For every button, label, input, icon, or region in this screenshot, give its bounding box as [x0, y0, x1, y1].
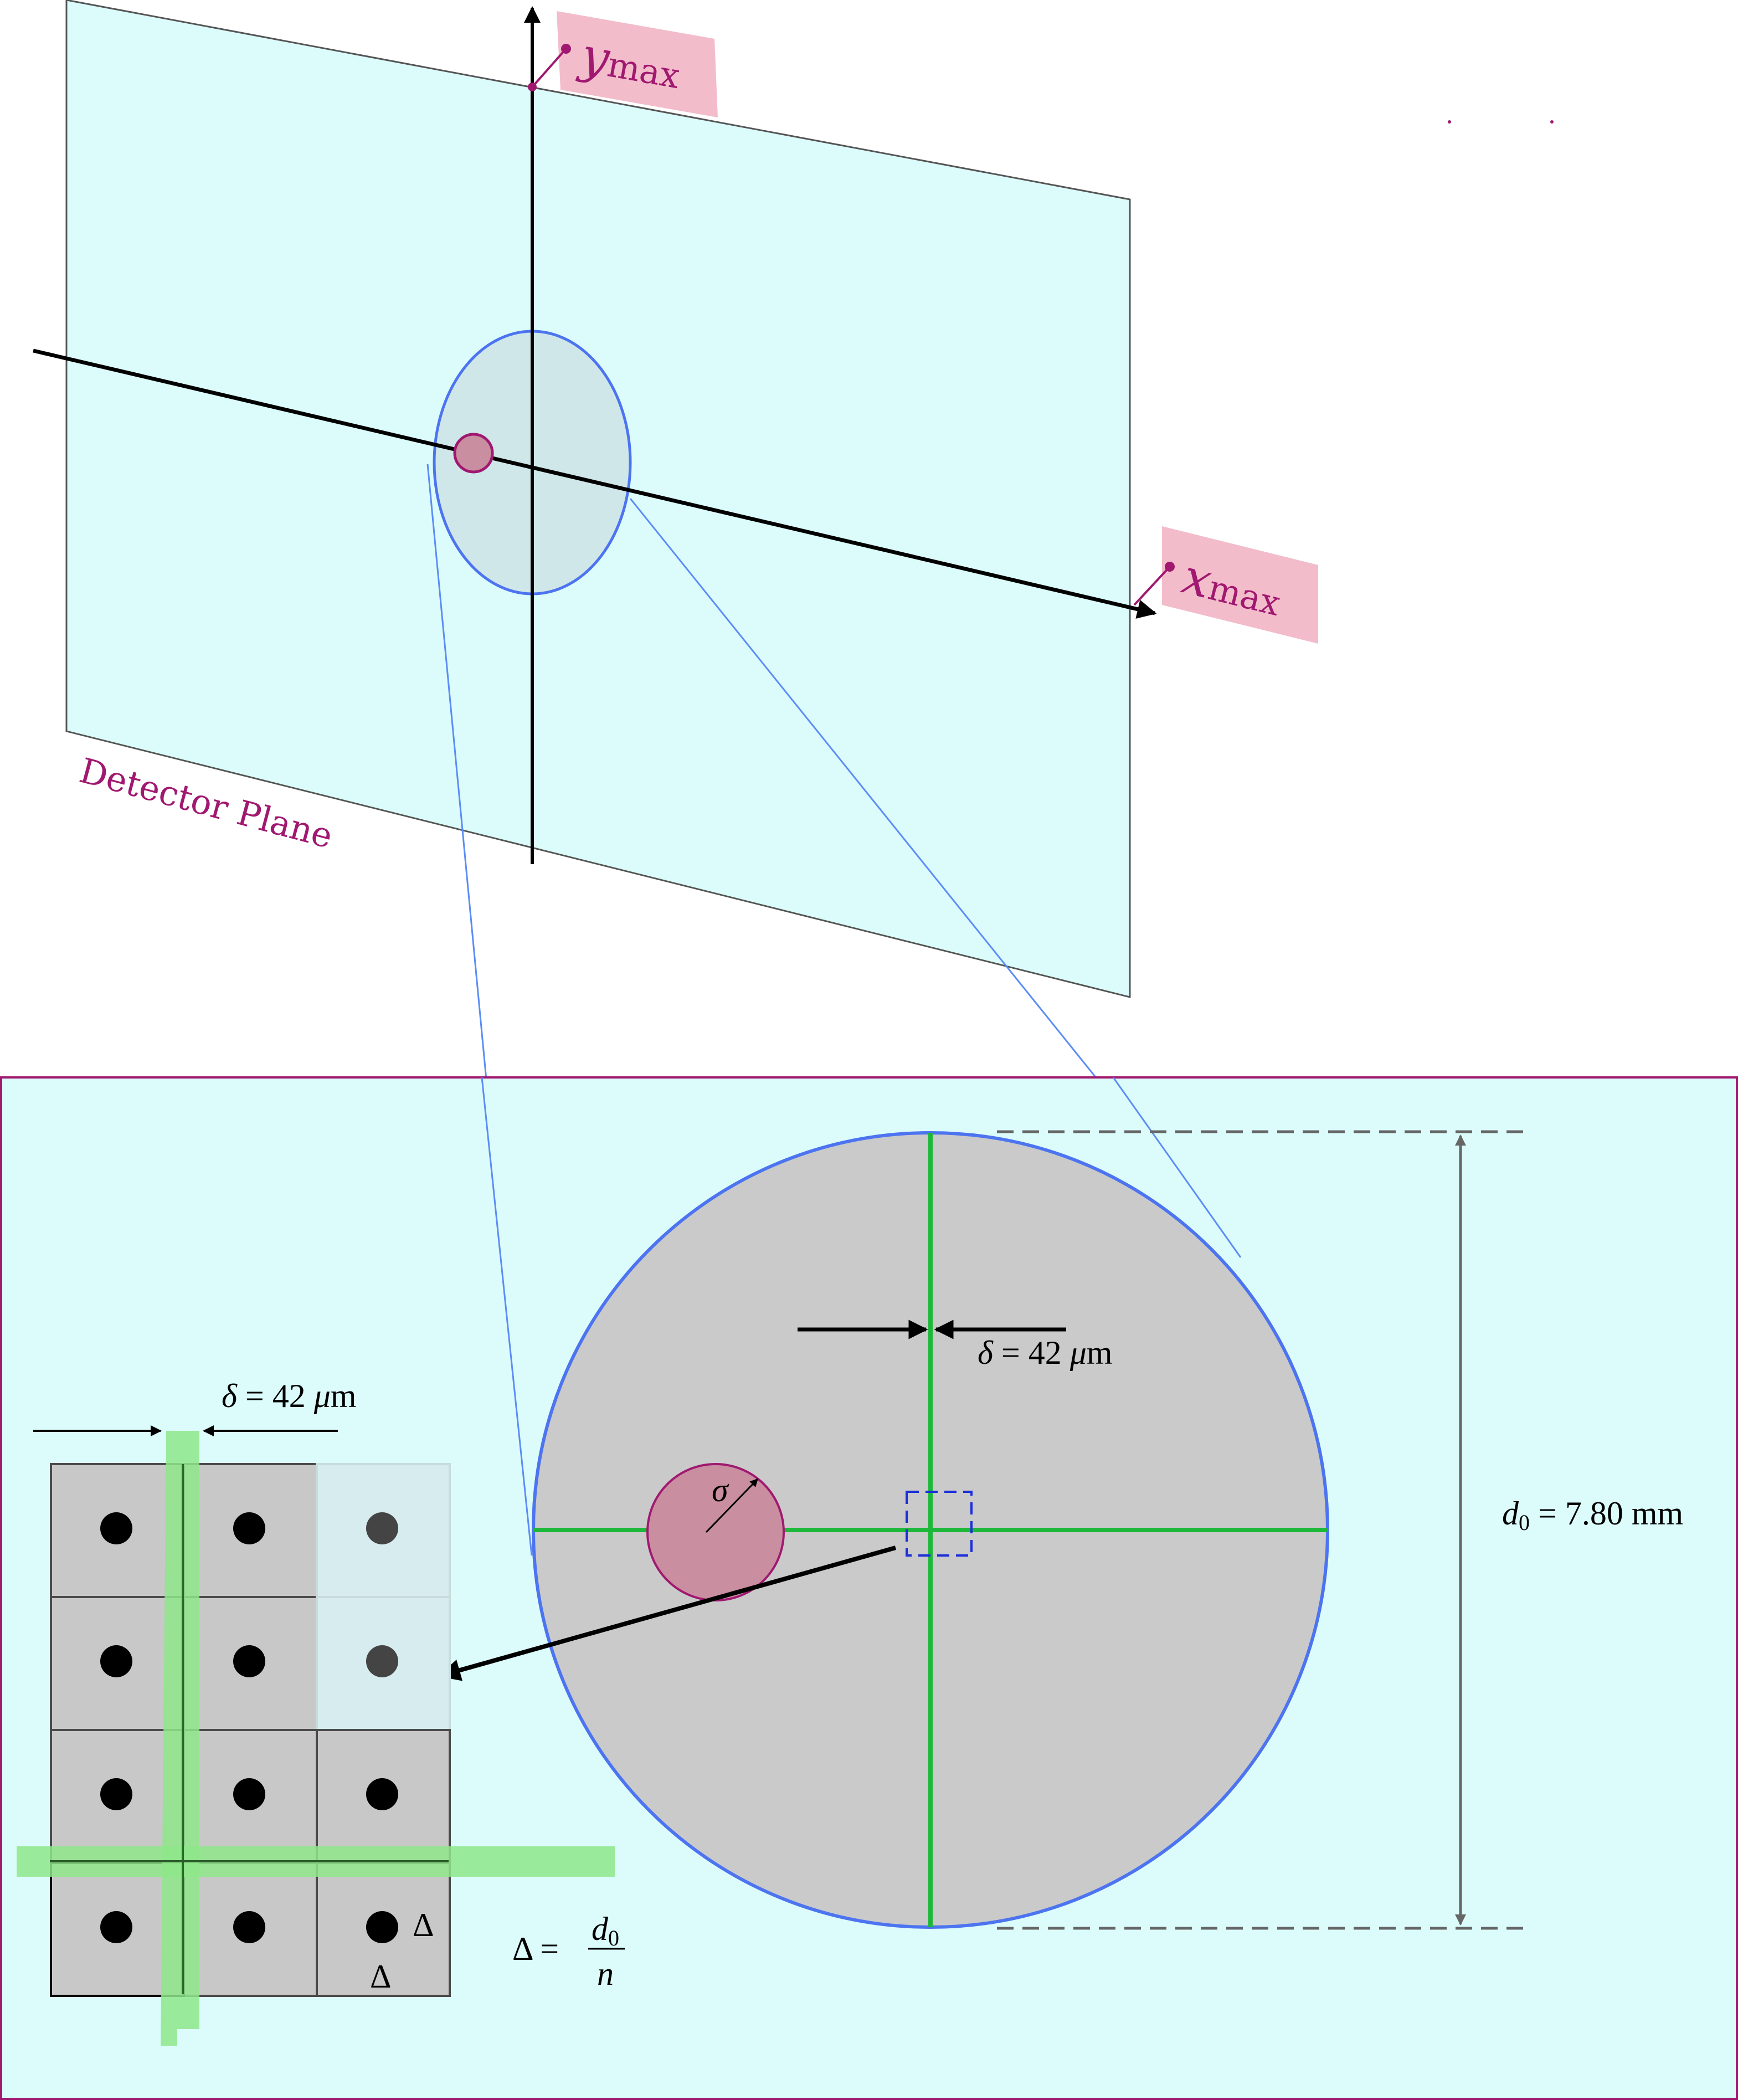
grid-unit: m	[331, 1378, 357, 1414]
x-max-tag: xmax	[1133, 526, 1318, 644]
spacing-indicator-disk: δ = 42 μm	[798, 1319, 1113, 1371]
beam-spot-small	[453, 433, 494, 474]
sigma-radius-arrow	[705, 1478, 759, 1533]
formula-num-sub: 0	[608, 1926, 619, 1950]
dot-icon	[233, 1778, 265, 1810]
grid-equals: = 42	[237, 1378, 314, 1414]
dot-icon	[100, 1645, 132, 1677]
spacing-delta-sym: δ	[978, 1334, 994, 1371]
pixel-size-label-bottom: Δ	[370, 1958, 392, 1995]
sigma-label: σ	[712, 1472, 729, 1508]
dot-icon	[233, 1645, 265, 1677]
detector-plane-view: ymax xmax Detector Plane	[33, 0, 1554, 998]
dot-icon	[366, 1778, 398, 1810]
y-max-tag-background	[557, 11, 718, 117]
green-band-vertical	[161, 1431, 199, 2046]
y-max-tag: ymax	[528, 11, 718, 117]
pixel-size-formula: Δ = d0 n	[512, 1911, 625, 1992]
spacing-label-grid: δ = 42 μm	[222, 1378, 357, 1414]
spacing-label-disk: δ = 42 μm	[978, 1334, 1113, 1371]
zoom-panel: σ δ = 42 μm d0 = 7.80 mm	[0, 1076, 1738, 2100]
dot-icon	[100, 1778, 132, 1810]
x-max-leader-dot	[1165, 562, 1175, 572]
dot-icon	[366, 1512, 398, 1544]
magnify-arrow	[438, 1546, 897, 1681]
diameter-label: d0 = 7.80 mm	[1502, 1495, 1683, 1535]
stray-dot	[1550, 120, 1554, 124]
formula-num-var: d	[592, 1911, 609, 1947]
stray-dot	[1448, 120, 1451, 124]
diameter-dimension: d0 = 7.80 mm	[997, 1130, 1683, 1930]
pixel-cell	[316, 1729, 451, 1864]
diameter-value: = 7.80 mm	[1530, 1495, 1683, 1532]
dot-icon	[366, 1645, 398, 1677]
spacing-indicator-grid: δ = 42 μm	[33, 1378, 357, 1436]
grid-mu: μ	[313, 1378, 331, 1414]
y-max-leader-dot	[528, 83, 537, 91]
y-max-leader	[531, 48, 567, 88]
formula-denominator: n	[597, 1955, 614, 1992]
pixel-size-label-right: Δ	[413, 1907, 434, 1943]
grid-delta-sym: δ	[222, 1378, 238, 1414]
dot-icon	[100, 1512, 132, 1544]
dot-icon	[366, 1911, 398, 1943]
spacing-mu: μ	[1069, 1334, 1087, 1371]
dot-icon	[100, 1911, 132, 1943]
diameter-var: d	[1502, 1495, 1519, 1532]
zoom-line-right-inner	[1112, 1077, 1242, 1258]
y-max-leader-dot	[561, 44, 571, 54]
x-max-leader	[1133, 566, 1171, 606]
dot-icon	[233, 1512, 265, 1544]
pixel-selection-box	[906, 1491, 973, 1557]
x-axis	[33, 348, 1157, 619]
formula-lhs: Δ =	[512, 1930, 559, 1967]
formula-numerator: d0	[592, 1911, 619, 1950]
zoom-line-left-inner	[481, 1077, 533, 1556]
dot-icon	[233, 1911, 265, 1943]
x-max-tag-background	[1162, 526, 1318, 644]
spacing-equals: = 42	[993, 1334, 1070, 1371]
diameter-sub: 0	[1519, 1510, 1530, 1535]
pixel-grid	[50, 1463, 451, 1997]
spacing-unit: m	[1087, 1334, 1113, 1371]
